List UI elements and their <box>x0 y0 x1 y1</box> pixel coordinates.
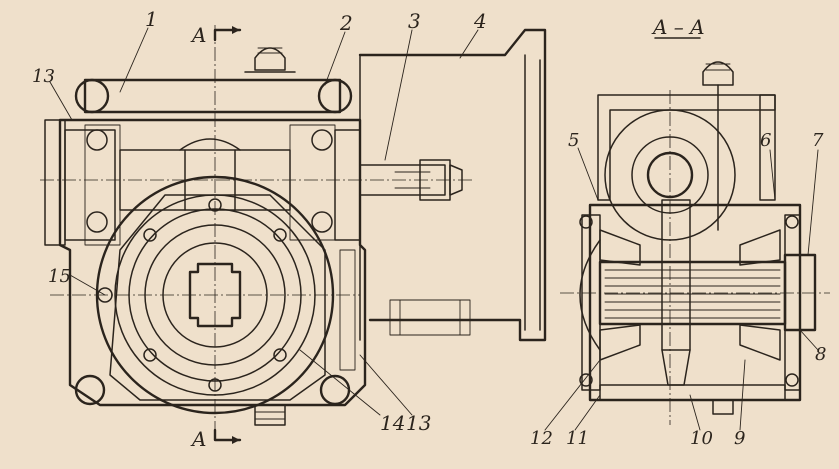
callout-9: 9 <box>734 428 745 449</box>
front-view <box>40 25 547 444</box>
callout-7: 7 <box>812 130 824 151</box>
callout-12: 12 <box>530 428 553 449</box>
callout-11: 11 <box>566 428 589 449</box>
callout-10: 10 <box>690 428 713 449</box>
callout-13-bottom: 13 <box>406 411 431 435</box>
callout-15: 15 <box>48 266 71 287</box>
section-title: A – A <box>651 15 705 39</box>
callout-6: 6 <box>760 130 771 151</box>
callout-2: 2 <box>339 11 353 35</box>
callout-3: 3 <box>408 9 421 33</box>
callout-13-top: 13 <box>32 66 55 87</box>
section-mark-bottom: A <box>190 427 206 451</box>
callout-1: 1 <box>145 7 158 31</box>
callout-5: 5 <box>568 130 579 151</box>
callout-4: 4 <box>473 9 487 33</box>
section-mark-top: A <box>190 23 206 47</box>
callout-8: 8 <box>815 344 826 365</box>
section-view <box>544 37 830 431</box>
callout-14: 14 <box>380 411 405 435</box>
